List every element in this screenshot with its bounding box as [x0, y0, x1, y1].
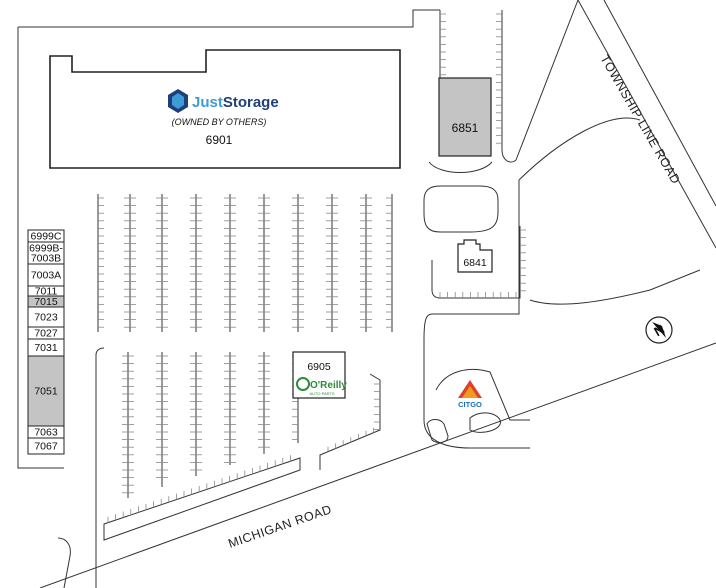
retail-unit-7067[interactable]: 7067	[27, 437, 65, 455]
citgo-text: CITGO	[458, 400, 482, 409]
retail-unit-7031[interactable]: 7031	[27, 338, 65, 357]
east-drive-island	[501, 0, 579, 163]
oreilly-logo: O'Reilly AUTO PARTS	[296, 377, 347, 396]
juststorage-word-just: Just	[192, 94, 223, 111]
juststorage-word-storage: Storage	[223, 94, 279, 111]
parking-row-south	[156, 352, 168, 487]
parking-row-north	[156, 194, 168, 332]
township-line-road-edge-far	[603, 0, 716, 207]
parking-6841-row	[439, 229, 526, 298]
north-arrow: N	[645, 316, 673, 344]
retail-unit-6999b-7003b[interactable]: 6999B-7003B	[27, 241, 65, 265]
retail-unit-6999c[interactable]: 6999C	[27, 229, 65, 243]
oreilly-logo-text: O'Reilly	[310, 380, 347, 391]
citgo-island	[469, 412, 501, 433]
juststorage-logo: JustStorage	[168, 89, 279, 113]
ne-driveway	[518, 117, 641, 181]
compass-needle-icon	[652, 322, 666, 338]
retail-unit-label: 7051	[34, 386, 58, 398]
anchor-address: 6901	[206, 133, 233, 147]
parking-row-north	[258, 194, 270, 332]
citgo-logo: CITGO	[458, 380, 482, 409]
retail-unit-7023[interactable]: 7023	[27, 306, 65, 328]
retail-unit-7003a[interactable]: 7003A	[27, 263, 65, 287]
building-6905-label: 6905	[307, 361, 331, 373]
michigan-road-edge	[39, 342, 716, 588]
citgo-frontage	[529, 269, 701, 305]
anchor-owned-note: (OWNED BY OTHERS)	[172, 117, 267, 127]
retail-unit-label: 6999B-	[29, 243, 63, 255]
building-6841-label: 6841	[463, 257, 487, 269]
oreilly-o-icon	[296, 377, 310, 391]
parking-row-south	[224, 352, 236, 465]
inner-east-aisle	[423, 180, 530, 449]
retail-unit-label: 7003A	[31, 270, 61, 282]
oreilly-sub-text: AUTO PARTS	[309, 391, 334, 396]
township-line-road-label: TOWNSHIP LINE ROAD	[597, 53, 683, 187]
building-6851-label: 6851	[452, 121, 479, 135]
parking-row-north	[224, 194, 236, 332]
retail-unit-7015[interactable]: 7015	[27, 295, 65, 308]
curb-6851	[428, 161, 493, 173]
citgo-drive	[435, 369, 530, 421]
building-6901[interactable]	[49, 49, 401, 169]
southwest-curb	[57, 537, 71, 588]
parking-rows	[97, 13, 502, 523]
parking-row-north	[124, 194, 136, 332]
retail-unit-7027[interactable]: 7027	[27, 326, 65, 340]
west-lot-curb	[95, 347, 105, 588]
township-line-road-edge-outer	[577, 0, 716, 249]
south-lot-curb	[103, 457, 301, 541]
parking-row-southfront	[107, 455, 291, 523]
retail-unit-label: 6999C	[31, 231, 62, 243]
michigan-road-label: MICHIGAN ROAD	[226, 502, 333, 551]
citgo-island-west	[426, 419, 449, 444]
building-6851[interactable]	[438, 77, 492, 157]
building-6841[interactable]	[457, 239, 493, 273]
retail-unit-label: 7031	[34, 342, 58, 354]
juststorage-cube-face	[172, 93, 184, 109]
parking-row-north	[360, 194, 372, 332]
retail-unit-7051[interactable]: 7051	[27, 355, 65, 427]
retail-unit-7063[interactable]: 7063	[27, 425, 65, 439]
retail-unit-label: 7011	[35, 286, 58, 298]
landscape-island-north	[423, 185, 499, 233]
parking-row-north	[386, 194, 393, 332]
retail-unit-label: 7027	[34, 328, 58, 340]
parking-row-north	[190, 194, 202, 332]
citgo-triangle-inner	[462, 386, 478, 398]
parking-row-south	[190, 352, 202, 476]
parking-row-north	[326, 194, 338, 332]
parking-row-south	[258, 352, 270, 454]
parking-row-oreilly	[327, 383, 380, 452]
parking-row-north	[97, 194, 104, 332]
retail-unit-label: 7015	[34, 296, 58, 308]
svg-text:JustStorage: JustStorage	[192, 94, 279, 111]
parking-row-6851	[440, 13, 502, 144]
retail-unit-label: 7023	[34, 312, 58, 324]
site-perimeter	[17, 9, 440, 469]
parking-row-south	[122, 352, 134, 498]
retail-unit-label: 7063	[34, 427, 58, 439]
parking-row-north	[292, 194, 304, 332]
retail-unit-label: 7003B	[31, 253, 61, 265]
retail-unit-label: 7067	[34, 441, 58, 453]
